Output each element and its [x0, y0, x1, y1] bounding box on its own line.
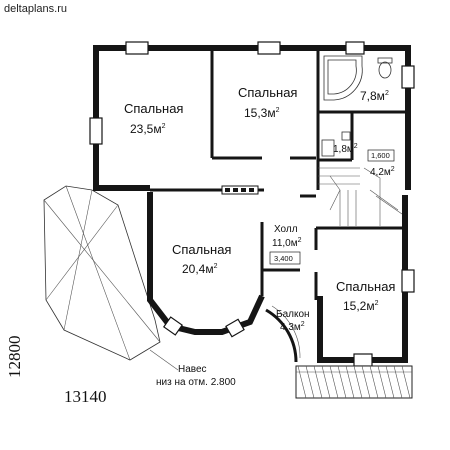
room-area-bathroom: 7,8м2	[360, 89, 389, 103]
bathroom-fixtures	[321, 55, 393, 157]
room-area-hall: 11,0м2	[272, 237, 302, 249]
room-area-bedroom-se: 15,2м2	[343, 299, 379, 313]
canopy-outline	[43, 185, 161, 361]
level-mark-hall-text: 3,400	[274, 254, 293, 263]
level-mark-hall: 3,400	[269, 251, 301, 265]
room-area-balcony: 4,3м2	[280, 321, 305, 333]
room-area-bedroom-nw: 23,5м2	[130, 122, 166, 136]
room-name-bedroom-nw: Спальная	[124, 101, 183, 116]
dimension-height: 12800	[5, 336, 24, 379]
site-watermark: deltaplans.ru	[4, 3, 67, 15]
porch	[295, 365, 413, 399]
balcony	[265, 305, 301, 363]
room-area-wc: 1,8м2	[333, 143, 358, 155]
level-mark-stair: 1,600	[367, 149, 395, 162]
radiator	[221, 185, 259, 195]
level-mark-stair-text: 1,600	[371, 151, 390, 160]
room-area-bedroom-n: 15,3м2	[244, 106, 280, 120]
dimension-width: 13140	[64, 387, 107, 406]
canopy-leader	[149, 349, 179, 371]
stair	[318, 167, 403, 226]
room-name-bedroom-n: Спальная	[238, 85, 297, 100]
window-markers	[89, 41, 415, 367]
room-area-bedroom-c: 20,4м2	[182, 262, 218, 276]
room-name-bedroom-se: Спальная	[336, 279, 395, 294]
interior-walls	[150, 48, 408, 300]
canopy-note-title: Навес	[178, 364, 207, 375]
room-name-bedroom-c: Спальная	[172, 242, 231, 257]
room-area-stair: 4,2м2	[370, 166, 395, 178]
room-name-balcony: Балкон	[276, 309, 310, 320]
room-name-hall: Холл	[274, 224, 298, 235]
canopy-note-level: низ на отм. 2.800	[156, 377, 236, 388]
